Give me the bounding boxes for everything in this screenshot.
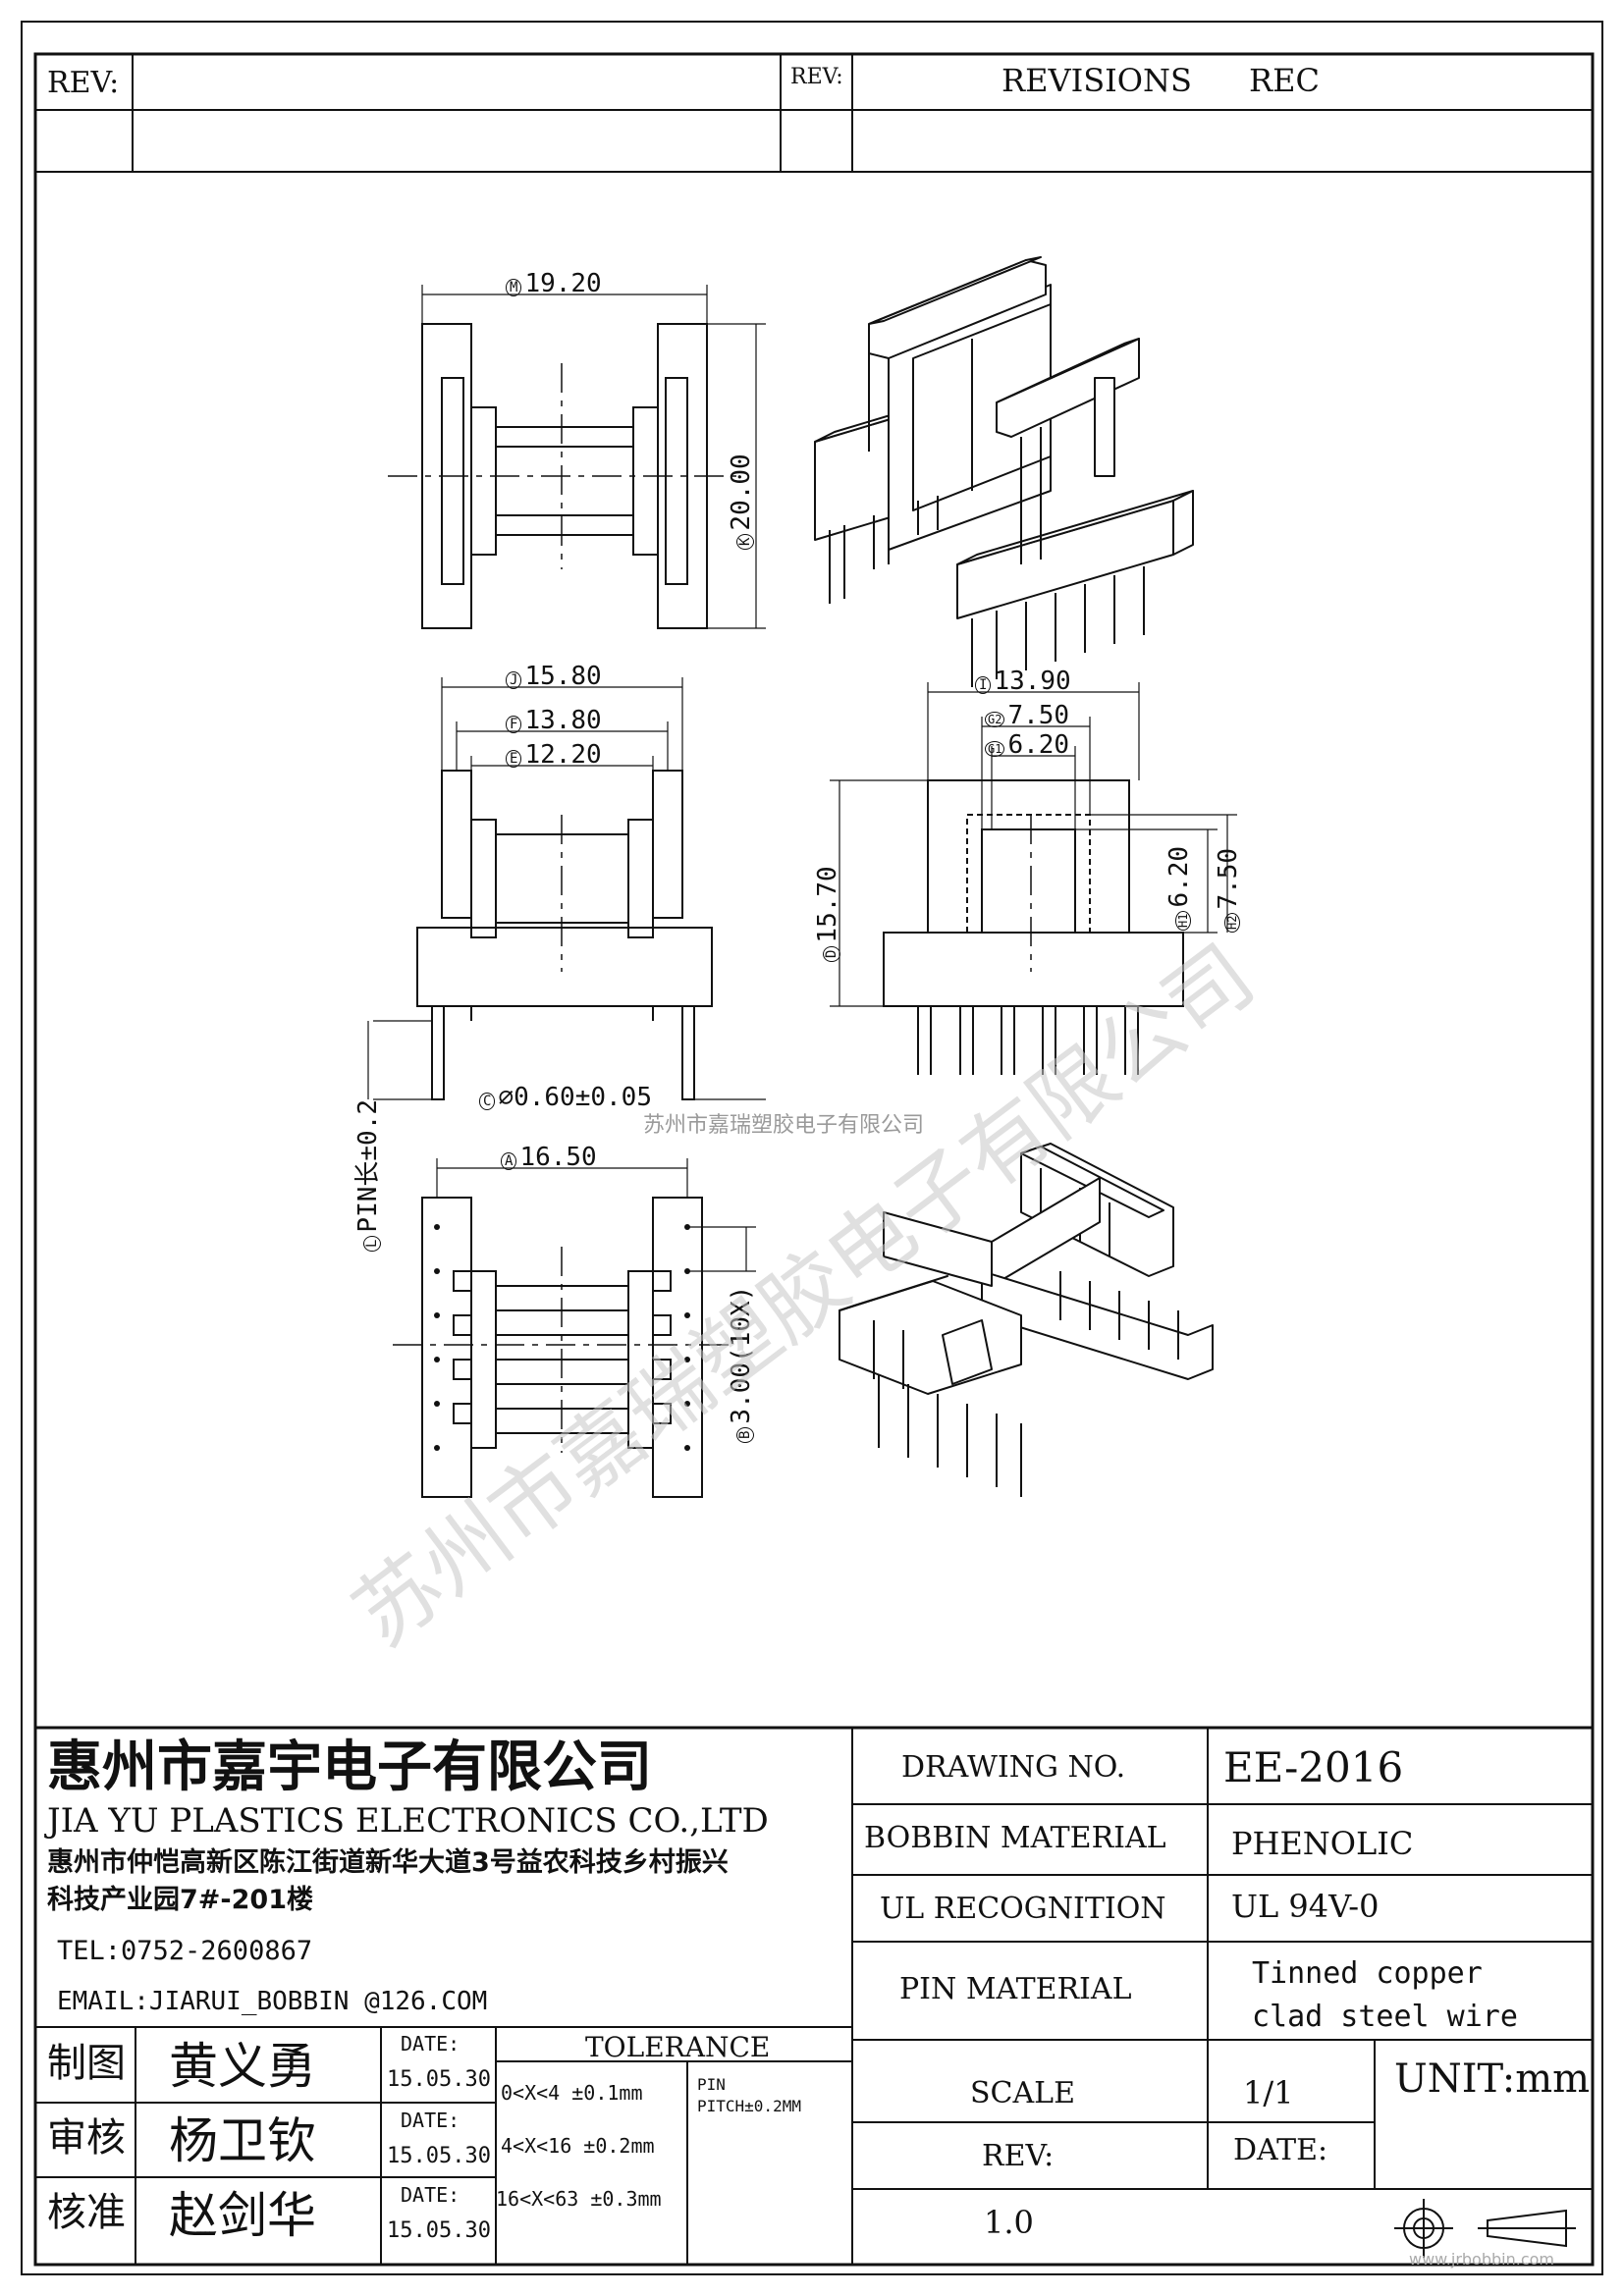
signature-date-reviewed: 15.05.30 [387, 2144, 491, 2168]
scale-label: SCALE [970, 2076, 1075, 2110]
dim-c: C⌀0.60±0.05 [479, 1085, 652, 1110]
title-block-grid [35, 1726, 1593, 2265]
drawing-no-label: DRAWING NO. [901, 1750, 1126, 1785]
marker-k: K [736, 533, 754, 550]
dim-h2-value: 7.50 [1214, 847, 1243, 910]
tolerance-row-2: 4<X<16 ±0.2mm [501, 2134, 655, 2158]
unit-label: UNIT:mm [1394, 2056, 1591, 2102]
dim-l-value: PIN长±0.2 [353, 1098, 383, 1233]
address-line-1: 惠州市仲恺高新区陈江街道新华大道3号益农科技乡村振兴 [47, 1847, 729, 1878]
rev-label-right: REV: [790, 65, 843, 89]
address-line-2: 科技产业园7#-201楼 [47, 1885, 313, 1915]
dim-k: K 20.00 [727, 454, 756, 550]
inner-border [33, 52, 1595, 2267]
dim-k-value: 20.00 [727, 454, 756, 531]
projection-symbol [1394, 2199, 1576, 2258]
signature-role-drawn: 制图 [47, 2041, 126, 2086]
dim-d-value: 15.70 [813, 866, 842, 943]
pin-pitch-line-1: PIN [697, 2075, 726, 2094]
signature-name-reviewed: 杨卫钦 [169, 2112, 316, 2169]
dim-c-value: ⌀0.60±0.05 [498, 1083, 652, 1112]
dim-l: L PIN长±0.2 [353, 1098, 383, 1252]
signature-date-label-drawn: DATE: [401, 2032, 460, 2056]
revision-header [35, 54, 1593, 173]
pin-material-value-1: Tinned copper [1252, 1956, 1483, 1991]
signature-date-drawn: 15.05.30 [387, 2067, 491, 2092]
marker-g2: G2 [985, 712, 1005, 727]
date-label: DATE: [1233, 2133, 1328, 2167]
bobbin-material-label: BOBBIN MATERIAL [864, 1821, 1166, 1855]
marker-f: F [506, 716, 522, 733]
tolerance-label: TOLERANCE [585, 2031, 771, 2063]
marker-d: D [823, 945, 840, 962]
dim-h1-value: 6.20 [1164, 845, 1194, 908]
drawing-no-value: EE-2016 [1223, 1743, 1404, 1791]
signature-date-approved: 15.05.30 [387, 2218, 491, 2243]
rev-value: 1.0 [984, 2204, 1034, 2241]
signature-name-approved: 赵剑华 [169, 2187, 316, 2244]
dim-g1-value: 6.20 [1007, 730, 1070, 760]
pin-material-label: PIN MATERIAL [899, 1972, 1132, 2006]
dim-d: D 15.70 [813, 866, 842, 962]
view-front [367, 677, 766, 1100]
dim-h2: H27.50 [1214, 847, 1243, 933]
dim-f-value: 13.80 [524, 706, 602, 735]
dim-j-value: 15.80 [524, 662, 602, 691]
signature-name-drawn: 黄义勇 [169, 2038, 316, 2095]
marker-a: A [501, 1152, 517, 1170]
dim-a-value: 16.50 [519, 1143, 597, 1172]
marker-c: C [479, 1093, 496, 1110]
tolerance-row-3: 16<X<63 ±0.3mm [496, 2187, 662, 2211]
scale-value: 1/1 [1243, 2074, 1294, 2111]
company-name-cn: 惠州市嘉宇电子有限公司 [47, 1735, 652, 1799]
marker-e: E [506, 750, 522, 768]
ul-recognition-value: UL 94V-0 [1231, 1888, 1380, 1925]
dim-e-value: 12.20 [524, 740, 602, 770]
marker-i: I [975, 676, 992, 694]
marker-g1: G1 [985, 741, 1005, 757]
view-side [830, 682, 1237, 1075]
view-iso-top [814, 256, 1194, 687]
signature-date-label-reviewed: DATE: [401, 2109, 460, 2132]
marker-m: M [506, 279, 522, 296]
dim-m-value: 19.20 [524, 269, 602, 298]
view-iso-bottom [839, 1143, 1214, 1497]
signature-date-label-approved: DATE: [401, 2183, 460, 2207]
signature-role-reviewed: 审核 [47, 2115, 126, 2161]
marker-l: L [363, 1235, 381, 1252]
pin-pitch-line-2: PITCH±0.2MM [697, 2097, 801, 2115]
telephone: TEL:0752-2600867 [57, 1936, 313, 1966]
signature-role-approved: 核准 [47, 2190, 126, 2235]
view-bottom [393, 1158, 756, 1498]
pin-material-value-2: clad steel wire [1252, 2000, 1518, 2034]
rec-label: REC [1249, 62, 1320, 99]
email: EMAIL:JIARUI_BOBBIN @126.COM [57, 1987, 488, 2016]
outer-border [21, 21, 1603, 2275]
tolerance-row-1: 0<X<4 ±0.1mm [501, 2081, 643, 2105]
bobbin-material-value: PHENOLIC [1231, 1825, 1414, 1862]
watermark-url: www.jrbobbin.com [1409, 2250, 1554, 2269]
dim-i-value: 13.90 [994, 667, 1071, 696]
ul-recognition-label: UL RECOGNITION [880, 1892, 1166, 1926]
marker-j: J [506, 671, 522, 689]
marker-h2: H2 [1224, 912, 1240, 933]
watermark-center: 苏州市嘉瑞塑胶电子有限公司 [643, 1113, 925, 1138]
marker-b: B [736, 1426, 754, 1443]
company-name-en: JIA YU PLASTICS ELECTRONICS CO.,LTD [47, 1801, 769, 1841]
rev-label-left: REV: [47, 66, 120, 100]
revisions-label: REVISIONS [1001, 62, 1192, 99]
rev-label: REV: [982, 2139, 1055, 2173]
view-top [388, 285, 766, 629]
dim-g2-value: 7.50 [1007, 701, 1070, 730]
